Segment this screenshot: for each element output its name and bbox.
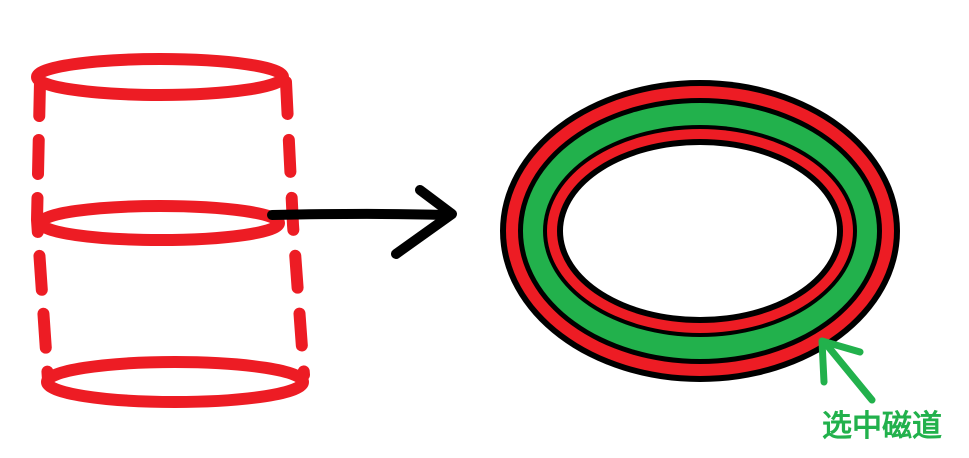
- selected-track-label: 选中磁道: [822, 409, 942, 444]
- arrow-shaft: [267, 208, 450, 220]
- arrow: [267, 185, 457, 259]
- pointer-arrow: [818, 337, 876, 404]
- bottom-platter: [41, 356, 309, 408]
- pointer-head: [818, 337, 864, 386]
- platter-top-view: [500, 80, 900, 382]
- middle-platter: [35, 200, 285, 246]
- center-hole: [563, 145, 837, 317]
- pointer-shaft: [822, 340, 876, 404]
- cylinder-right-wall: [280, 76, 310, 381]
- disk-cylinder: [31, 53, 310, 408]
- cylinder-left-wall: [31, 76, 54, 386]
- top-platter: [31, 53, 289, 101]
- arrow-head: [391, 185, 457, 259]
